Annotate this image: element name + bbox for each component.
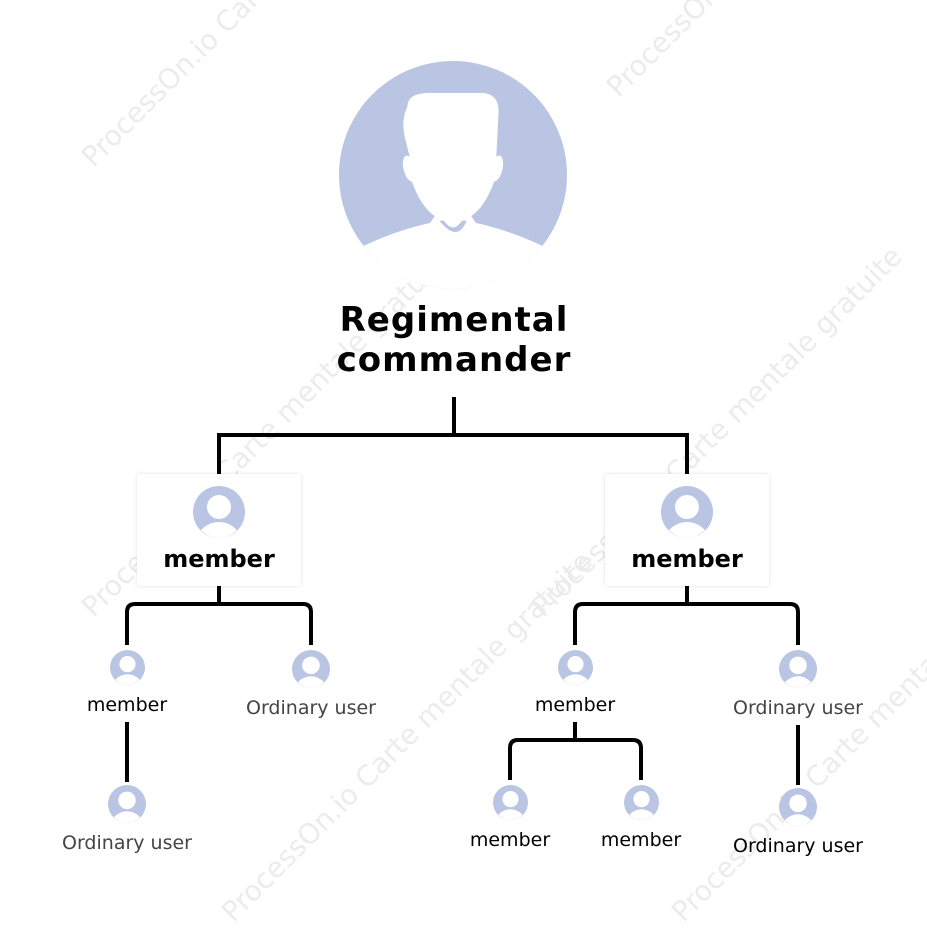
user-avatar-icon: [292, 650, 330, 688]
node-label: member: [469, 829, 551, 851]
node-label: Ordinary user: [733, 697, 863, 719]
connector-root: [217, 397, 689, 475]
user-avatar-icon: [110, 650, 145, 685]
user-avatar-icon: [779, 788, 817, 826]
user-avatar-icon: [661, 486, 713, 538]
connector-right-branch: [573, 586, 800, 645]
node-label: Ordinary user: [246, 697, 376, 719]
node-label: member: [534, 694, 616, 716]
node-label: member: [600, 829, 682, 851]
user-avatar-icon: [779, 650, 817, 688]
user-avatar-icon: [339, 61, 567, 289]
user-avatar-icon: [493, 785, 528, 820]
connector-right-member: [508, 722, 643, 780]
node-label: Ordinary user: [733, 835, 863, 857]
node-label: member: [163, 545, 275, 573]
user-avatar-icon: [193, 486, 245, 538]
user-avatar-icon: [624, 785, 659, 820]
root-label: Regimental commander: [336, 300, 572, 380]
node-label: member: [631, 545, 743, 573]
user-avatar-icon: [108, 785, 146, 823]
user-avatar-icon: [558, 650, 593, 685]
node-label: member: [86, 694, 168, 716]
connector-left-branch: [125, 586, 313, 645]
node-label: Ordinary user: [62, 832, 192, 854]
